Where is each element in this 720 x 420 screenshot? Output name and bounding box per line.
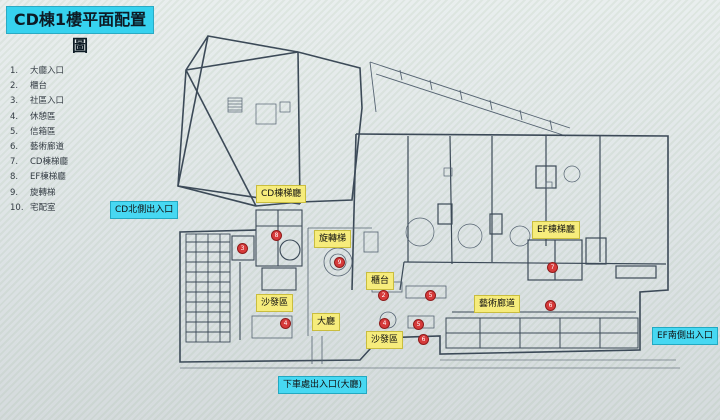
cd-lift-core xyxy=(231,209,303,340)
label-ef-south-entrance: EF南側出入口 xyxy=(652,327,718,345)
label-counter: 櫃台 xyxy=(366,272,395,290)
label-ef-lobby-hall: EF棟梯廳 xyxy=(532,221,580,239)
marker: 4 xyxy=(379,318,390,329)
legend-item: 10.宅配室 xyxy=(10,202,56,213)
marker: 8 xyxy=(271,230,282,241)
marker: 7 xyxy=(547,262,558,273)
label-dropoff-entrance: 下車處出入口(大廳) xyxy=(278,376,368,394)
north-road xyxy=(369,61,571,137)
west-stair-block xyxy=(185,233,231,343)
label-sofa-west: 沙發區 xyxy=(256,294,294,312)
ef-fixtures xyxy=(405,165,581,249)
marker: 2 xyxy=(378,290,389,301)
legend: 1.大廳入口 2.櫃台 3.社區入口 4.休憩區 5.信箱區 6.藝術廊道 7.… xyxy=(10,64,68,216)
label-sofa-east: 沙發區 xyxy=(366,331,404,349)
podium-outline xyxy=(179,133,669,363)
legend-item: 9.旋轉梯 xyxy=(10,187,56,198)
cd-tower-outline xyxy=(177,35,363,207)
marker: 5 xyxy=(413,319,424,330)
label-cd-lobby-hall: CD棟梯廳 xyxy=(256,185,307,203)
legend-item: 2.櫃台 xyxy=(10,81,48,92)
label-art-corridor: 藝術廊道 xyxy=(474,295,521,313)
page-title: CD棟1樓平面配置圖 xyxy=(6,6,154,55)
south-corridor xyxy=(445,311,639,349)
legend-item: 1.大廳入口 xyxy=(10,66,65,76)
legend-item: 8.EF棟梯廳 xyxy=(10,172,66,183)
legend-item: 5.信箱區 xyxy=(10,126,56,137)
legend-item: 6.藝術廊道 xyxy=(10,141,65,152)
cd-tower-stairs xyxy=(227,97,291,125)
label-cd-north-entrance: CD北側出入口 xyxy=(110,201,179,219)
label-spiral-stair: 旋轉梯 xyxy=(314,230,352,248)
exterior-edge xyxy=(180,359,680,369)
marker: 6 xyxy=(545,300,556,311)
legend-item: 4.休憩區 xyxy=(10,111,56,122)
legend-item: 3.社區入口 xyxy=(10,96,65,107)
legend-item: 7.CD棟梯廳 xyxy=(10,157,68,168)
ef-units xyxy=(399,135,667,291)
marker: 3 xyxy=(237,243,248,254)
label-main-lobby: 大廳 xyxy=(312,313,341,331)
marker: 4 xyxy=(280,318,291,329)
marker: 5 xyxy=(425,290,436,301)
marker: 9 xyxy=(334,257,345,268)
marker: 6 xyxy=(418,334,429,345)
